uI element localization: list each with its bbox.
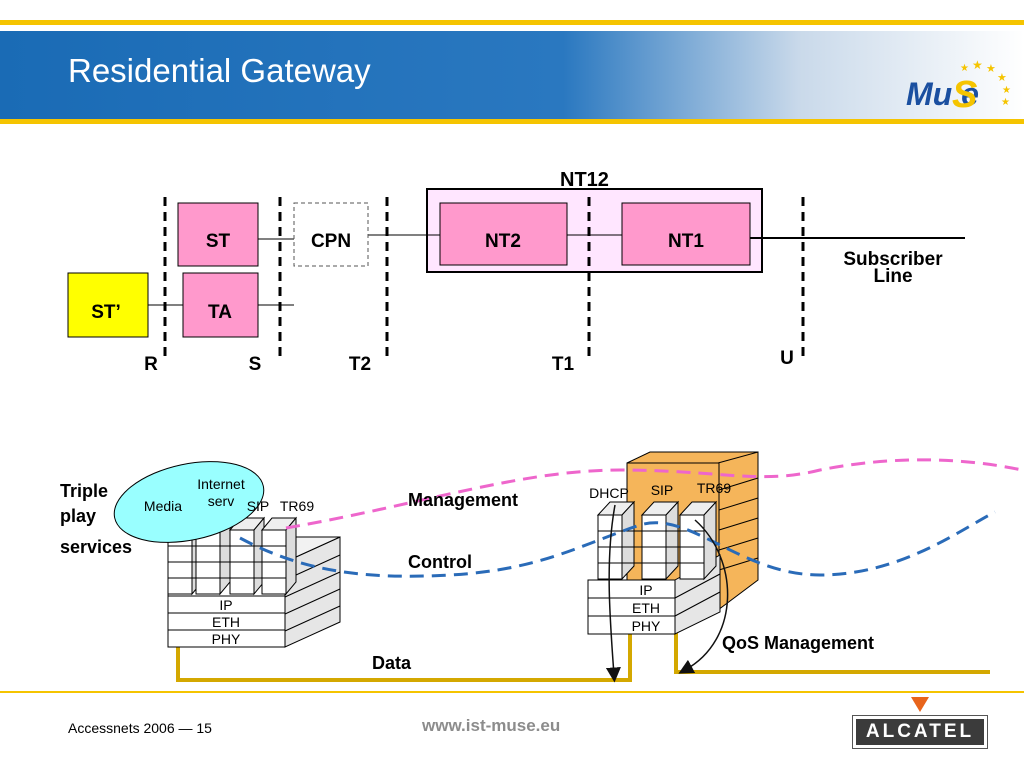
nt12-label: NT12 xyxy=(560,169,609,191)
ref-label-t2: T2 xyxy=(349,354,371,375)
left-layer-ip: IP xyxy=(219,597,232,613)
nt2-box xyxy=(439,202,568,266)
nt2-label: NT2 xyxy=(485,231,521,252)
left-layer-phy: PHY xyxy=(212,631,241,647)
triple-play-3: services xyxy=(60,537,132,557)
svg-text:★: ★ xyxy=(960,63,969,74)
internet-label-1: Internet xyxy=(197,476,245,492)
triple-play-2: play xyxy=(60,506,96,526)
media-label: Media xyxy=(144,498,182,514)
st-prime-box xyxy=(67,272,149,338)
logo-text: Mu e xyxy=(906,76,979,112)
subscriber-line-label-2: Line xyxy=(873,266,912,287)
right-layer-eth: ETH xyxy=(632,600,660,616)
logo-s-glyph: S xyxy=(952,74,977,116)
ta-label: TA xyxy=(208,302,232,323)
qos-arrow-left xyxy=(605,504,621,683)
right-dhcp-label: DHCP xyxy=(589,485,629,501)
svg-text:★: ★ xyxy=(986,63,996,75)
subscriber-line-label-1: Subscriber xyxy=(843,249,943,270)
cpn-box xyxy=(293,202,369,267)
control-label: Control xyxy=(408,552,472,572)
st-box xyxy=(177,202,259,267)
alcatel-logo: ALCATEL xyxy=(852,715,988,749)
data-label: Data xyxy=(372,653,412,673)
alcatel-triangle-icon xyxy=(911,697,929,712)
ta-box xyxy=(182,272,259,338)
right-layer-ip: IP xyxy=(639,582,652,598)
svg-text:★: ★ xyxy=(1002,85,1011,96)
qos-management-label: QoS Management xyxy=(722,633,874,653)
cpn-label: CPN xyxy=(311,231,351,252)
svg-text:★: ★ xyxy=(997,72,1007,84)
ref-label-s: S xyxy=(249,354,262,375)
right-tr69-label: TR69 xyxy=(697,480,731,496)
logo-stars-icon: ★ ★ ★ ★ ★ ★ xyxy=(960,58,1011,108)
svg-text:★: ★ xyxy=(1001,97,1010,108)
qos-arrow-right xyxy=(678,519,729,674)
services-ellipse xyxy=(113,461,265,543)
left-layer-eth: ETH xyxy=(212,614,240,630)
right-sip-label: SIP xyxy=(651,482,674,498)
st-prime-label: ST’ xyxy=(91,302,121,323)
header-band xyxy=(0,0,1024,124)
slide-title: Residential Gateway xyxy=(68,52,371,89)
management-label: Management xyxy=(408,490,518,510)
left-tr69-label: TR69 xyxy=(280,498,314,514)
alcatel-logo-text: ALCATEL xyxy=(856,719,984,745)
left-sip-label: SIP xyxy=(247,498,270,514)
footer-slide-number: Accessnets 2006 — 15 xyxy=(68,720,212,736)
ref-label-r: R xyxy=(144,354,158,375)
ref-label-u: U xyxy=(780,348,794,369)
nt1-box xyxy=(621,202,751,266)
right-layer-phy: PHY xyxy=(632,618,661,634)
svg-text:★: ★ xyxy=(972,58,983,72)
internet-label-2: serv xyxy=(208,493,234,509)
control-line xyxy=(239,510,996,578)
muse-logo: ★ ★ ★ ★ ★ ★ Mu e S xyxy=(906,58,1011,116)
nt1-label: NT1 xyxy=(668,231,704,252)
footer-url-link[interactable]: www.ist-muse.eu xyxy=(422,716,561,735)
right-protocol-stack: IP ETH PHY xyxy=(587,500,721,635)
management-line xyxy=(285,458,1023,530)
st-label: ST xyxy=(206,231,231,252)
ref-label-t1: T1 xyxy=(552,354,575,375)
triple-play-1: Triple xyxy=(60,481,108,501)
